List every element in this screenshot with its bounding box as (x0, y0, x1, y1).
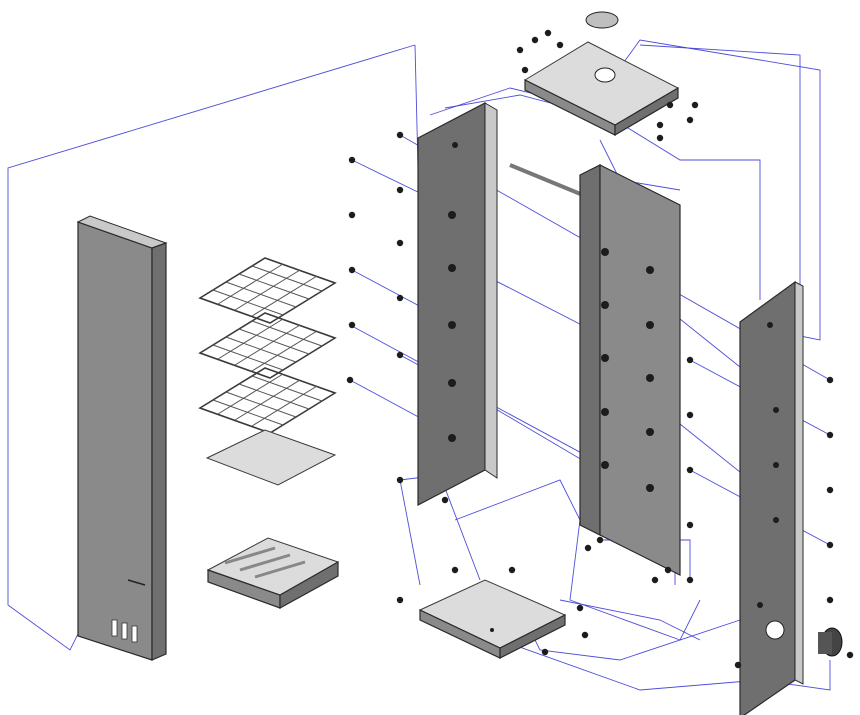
screw (656, 121, 664, 129)
screw (596, 536, 604, 544)
screw (686, 521, 694, 529)
screw (451, 566, 459, 574)
screw (348, 156, 356, 164)
screw (348, 266, 356, 274)
screw (686, 576, 694, 584)
top-cover (523, 41, 680, 137)
screw (664, 566, 672, 574)
screw (441, 496, 449, 504)
door-slot (121, 622, 128, 640)
panel-port (765, 620, 785, 640)
screw (508, 566, 516, 574)
door-slot (131, 625, 138, 643)
screw (686, 356, 694, 364)
screw (686, 466, 694, 474)
screw (396, 131, 404, 139)
screw (581, 631, 589, 639)
screw (346, 376, 354, 384)
wire-rack (198, 367, 337, 434)
left-side-panel (417, 102, 498, 506)
screw (396, 476, 404, 484)
wire-racks (198, 257, 337, 434)
fasteners (346, 29, 854, 669)
bottom-base (418, 579, 567, 659)
screw (516, 46, 524, 54)
screw (521, 66, 529, 74)
screw (348, 321, 356, 329)
side-knob (818, 627, 843, 657)
panel-bolts (601, 248, 654, 492)
screw (556, 41, 564, 49)
screw (686, 116, 694, 124)
screw (826, 486, 834, 494)
screw (544, 29, 552, 37)
screw (656, 134, 664, 142)
screw (576, 604, 584, 612)
screw (686, 411, 694, 419)
screw (846, 651, 854, 659)
screw (396, 351, 404, 359)
wire-rack (198, 257, 337, 324)
screw (666, 101, 674, 109)
screw (541, 648, 549, 656)
drawer-pan (206, 537, 340, 610)
screw (651, 576, 659, 584)
wire-rack (198, 312, 337, 379)
screw (396, 239, 404, 247)
middle-side-panel (579, 164, 681, 576)
screw (531, 36, 539, 44)
door-slot (111, 619, 118, 637)
screw (396, 596, 404, 604)
screw (396, 186, 404, 194)
screw (348, 211, 356, 219)
screw (396, 294, 404, 302)
right-back-panel (739, 280, 804, 715)
screw (826, 596, 834, 604)
flat-tray (205, 429, 337, 486)
screw (584, 544, 592, 552)
top-vent-cap (585, 11, 619, 29)
screw (826, 541, 834, 549)
front-door-panel (76, 215, 168, 661)
screw (826, 431, 834, 439)
screw (691, 101, 699, 109)
screw (826, 376, 834, 384)
screw (734, 661, 742, 669)
